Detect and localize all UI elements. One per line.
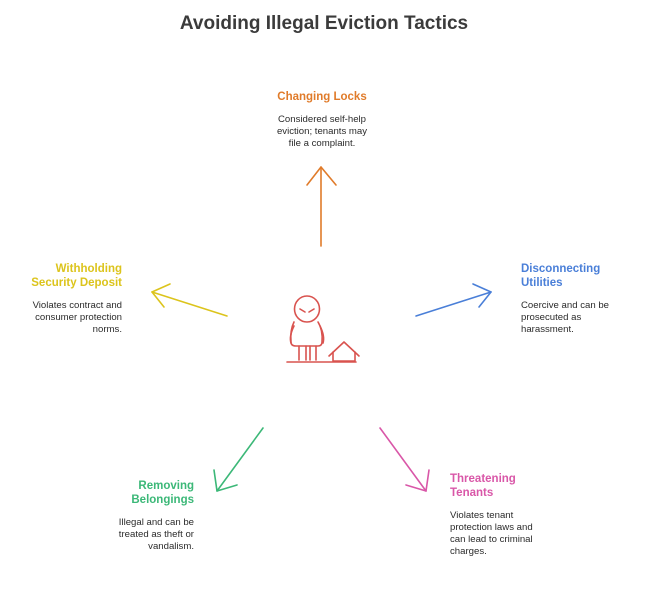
node-title-threatening-tenants: Threatening Tenants <box>450 473 516 499</box>
node-title-changing-locks: Changing Locks <box>277 91 367 103</box>
node-title-withholding-deposit: Withholding Security Deposit <box>31 263 122 289</box>
node-withholding-deposit: Withholding Security Deposit Violates co… <box>0 262 122 336</box>
node-threatening-tenants: Threatening Tenants Violates tenant prot… <box>450 472 600 558</box>
arrow-withholding-deposit <box>151 283 228 317</box>
node-title-removing-belongings: Removing Belongings <box>131 480 194 506</box>
node-desc-threatening-tenants: Violates tenant protection laws and can … <box>450 510 533 557</box>
node-changing-locks: Changing Locks Considered self-help evic… <box>224 90 420 150</box>
person-with-house-icon <box>286 295 360 363</box>
node-desc-disconnecting-utilities: Coercive and can be prosecuted as harass… <box>521 300 609 335</box>
arrow-disconnecting-utilities <box>415 283 492 317</box>
node-disconnecting-utilities: Disconnecting Utilities Coercive and can… <box>521 262 643 336</box>
arrow-removing-belongings <box>213 427 264 492</box>
node-title-disconnecting-utilities: Disconnecting Utilities <box>521 263 601 289</box>
node-desc-withholding-deposit: Violates contract and consumer protectio… <box>32 300 122 335</box>
arrow-changing-locks <box>306 166 337 247</box>
node-desc-removing-belongings: Illegal and can be treated as theft or v… <box>118 517 194 552</box>
node-desc-changing-locks: Considered self-help eviction; tenants m… <box>276 114 368 149</box>
node-removing-belongings: Removing Belongings Illegal and can be t… <box>40 479 194 553</box>
arrow-threatening-tenants <box>379 427 430 492</box>
page-title: Avoiding Illegal Eviction Tactics <box>179 13 469 34</box>
